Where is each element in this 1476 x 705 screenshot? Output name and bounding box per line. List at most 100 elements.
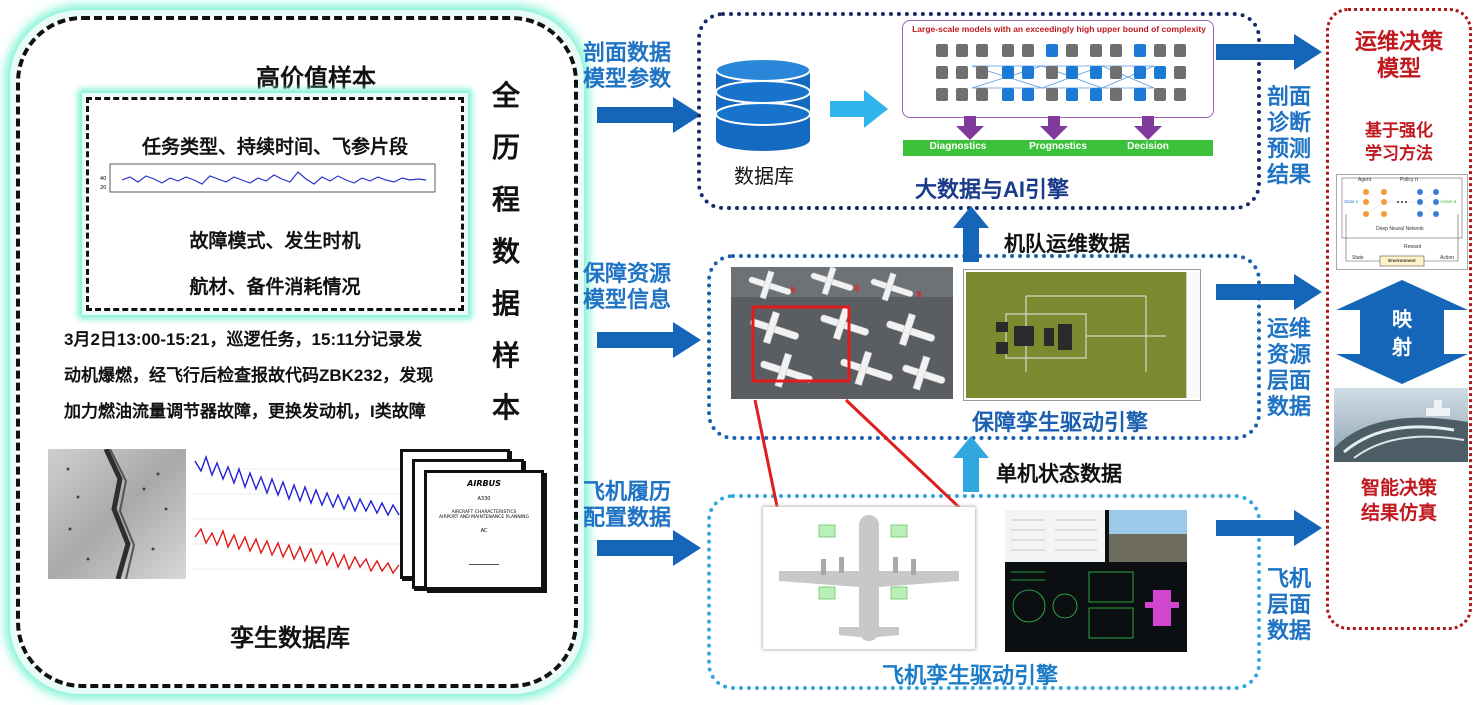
- label-line: 智能决策: [1360, 478, 1437, 499]
- database-label: 数据库: [734, 166, 794, 188]
- sim-sidebar: [1186, 272, 1200, 398]
- section-model-label: 剖面数据 模型参数: [583, 40, 693, 92]
- rl-diagram: [1336, 174, 1468, 270]
- cockpit-sim-screen: [1005, 510, 1187, 639]
- arrow-right-icon: [1216, 510, 1322, 546]
- label-line: 预测: [1266, 136, 1311, 161]
- signal-plot: [192, 449, 402, 579]
- high-value-sample-border: [86, 97, 464, 311]
- vertical-char: 本: [491, 392, 520, 423]
- doc-model: A330: [477, 496, 491, 502]
- vertical-char: 全: [491, 80, 520, 111]
- support-model-label: 保障资源 模型信息: [583, 261, 693, 313]
- nn-node: [1002, 44, 1014, 57]
- nn-node: [1110, 44, 1122, 57]
- doc-title-2: AIRPORT AND MAINTENANCE PLANNING: [439, 515, 529, 520]
- nn-node: [1110, 88, 1122, 101]
- label-line: 层面: [1266, 368, 1311, 393]
- rl-state2-label: State: [1352, 255, 1364, 261]
- nn-node: [956, 88, 968, 101]
- flight-param-chart: 40 20: [100, 163, 436, 193]
- neural-network-graph: [936, 44, 1186, 101]
- decision-model-box: [1326, 8, 1472, 630]
- rl-action-label: Action a: [1440, 199, 1457, 204]
- nn-node: [976, 66, 988, 79]
- arrow-right-icon: [1216, 34, 1322, 70]
- rl-dnn-label: Deep Neural Network: [1376, 226, 1424, 232]
- label-line: 配置数据: [583, 505, 672, 530]
- nn-node: [1090, 44, 1102, 57]
- aircraft-data-label: 飞机 层面 数据: [1264, 566, 1314, 644]
- rl-policy-label: Policy π: [1400, 177, 1419, 183]
- record-line: 加力燃油流量调节器故障，更换发动机，I类故障: [64, 402, 426, 421]
- label-line: 层面: [1266, 592, 1311, 617]
- svg-text:40: 40: [100, 176, 106, 182]
- vertical-char: 数: [491, 236, 520, 267]
- nn-node: [976, 44, 988, 57]
- aircraft-engine-title: 飞机孪生驱动引擎: [881, 663, 1058, 688]
- label-line: 数据: [1266, 394, 1311, 419]
- vertical-char: 历: [491, 132, 520, 163]
- arrow-right-icon: [1216, 274, 1322, 310]
- nn-node: [1174, 44, 1186, 57]
- vertical-char: 程: [491, 184, 520, 215]
- nn-node: [1090, 66, 1102, 79]
- airport-apron-photo: [731, 267, 953, 399]
- label-line: 飞机履历: [583, 479, 672, 504]
- sample-line-2: 故障模式、发生时机: [189, 231, 361, 252]
- svg-text:20: 20: [100, 185, 106, 191]
- nn-node: [1066, 66, 1078, 79]
- rl-env-label: Environment: [1388, 258, 1416, 263]
- nn-node: [956, 44, 968, 57]
- label-line: 运维: [1266, 316, 1311, 341]
- label-line: 资源: [1266, 342, 1311, 367]
- label-line: 飞机: [1266, 566, 1311, 591]
- nn-node: [976, 88, 988, 101]
- arrow-right-icon: [597, 322, 701, 358]
- label-line: 射: [1392, 337, 1412, 359]
- nn-node: [1002, 88, 1014, 101]
- airport-sim-map: [966, 272, 1186, 398]
- nn-node: [1046, 44, 1058, 57]
- decision-model-title: 运维决策 模型: [1332, 28, 1466, 82]
- nn-node: [1134, 66, 1146, 79]
- nn-node: [936, 88, 948, 101]
- nn-node: [1154, 44, 1166, 57]
- rl-action2-label: Action: [1440, 255, 1454, 261]
- ai-banner-text: Large-scale models with an exceedingly h…: [912, 24, 1206, 34]
- fault-record-text: 3月2日13:00-15:21，巡逻任务，15:11分记录发 动机爆燃，经飞行后…: [64, 322, 484, 430]
- label-line: 模型信息: [583, 287, 672, 312]
- label-line: 运维决策: [1354, 29, 1443, 54]
- label-line: 模型参数: [583, 66, 672, 91]
- arrow-up-icon: [953, 206, 989, 262]
- rl-agent-label: Agent: [1358, 177, 1372, 183]
- doc-title-1: AIRCRAFT CHARACTERISTICS: [451, 510, 517, 515]
- nn-node: [1066, 44, 1078, 57]
- support-engine-title: 保障孪生驱动引擎: [971, 410, 1148, 435]
- record-line: 3月2日13:00-15:21，巡逻任务，15:11分记录发: [64, 330, 423, 349]
- ai-engine-box: [697, 12, 1261, 210]
- bar-decision: Decision: [1127, 141, 1169, 152]
- ai-engine-title: 大数据与AI引擎: [914, 177, 1069, 202]
- nn-node: [1110, 66, 1122, 79]
- resource-data-label: 运维 资源 层面 数据: [1264, 316, 1314, 420]
- rl-state-label: State s: [1344, 199, 1359, 204]
- rl-method-label: 基于强化 学习方法: [1332, 119, 1466, 165]
- nn-node: [1154, 66, 1166, 79]
- twin-database-title: 孪生数据库: [230, 625, 350, 652]
- label-line: 结果仿真: [1360, 503, 1437, 524]
- nn-node: [1090, 88, 1102, 101]
- nn-node: [956, 66, 968, 79]
- arrow-up-icon: [953, 436, 989, 492]
- arrow-right-icon: [830, 90, 888, 128]
- mapping-double-arrow: [1336, 280, 1468, 384]
- rl-network-graph: [1341, 177, 1463, 267]
- aircraft-state-label: 单机状态数据: [996, 463, 1122, 486]
- label-line: 数据: [1266, 618, 1311, 643]
- nn-node: [1022, 88, 1034, 101]
- airbus-document: AIRBUS A330 AIRCRAFT CHARACTERISTICS AIR…: [424, 470, 544, 590]
- nn-node: [1002, 66, 1014, 79]
- label-line: 剖面: [1266, 84, 1311, 109]
- zoom-connector-lines: [753, 398, 965, 513]
- high-value-sample-title: 高价值样本: [256, 65, 376, 92]
